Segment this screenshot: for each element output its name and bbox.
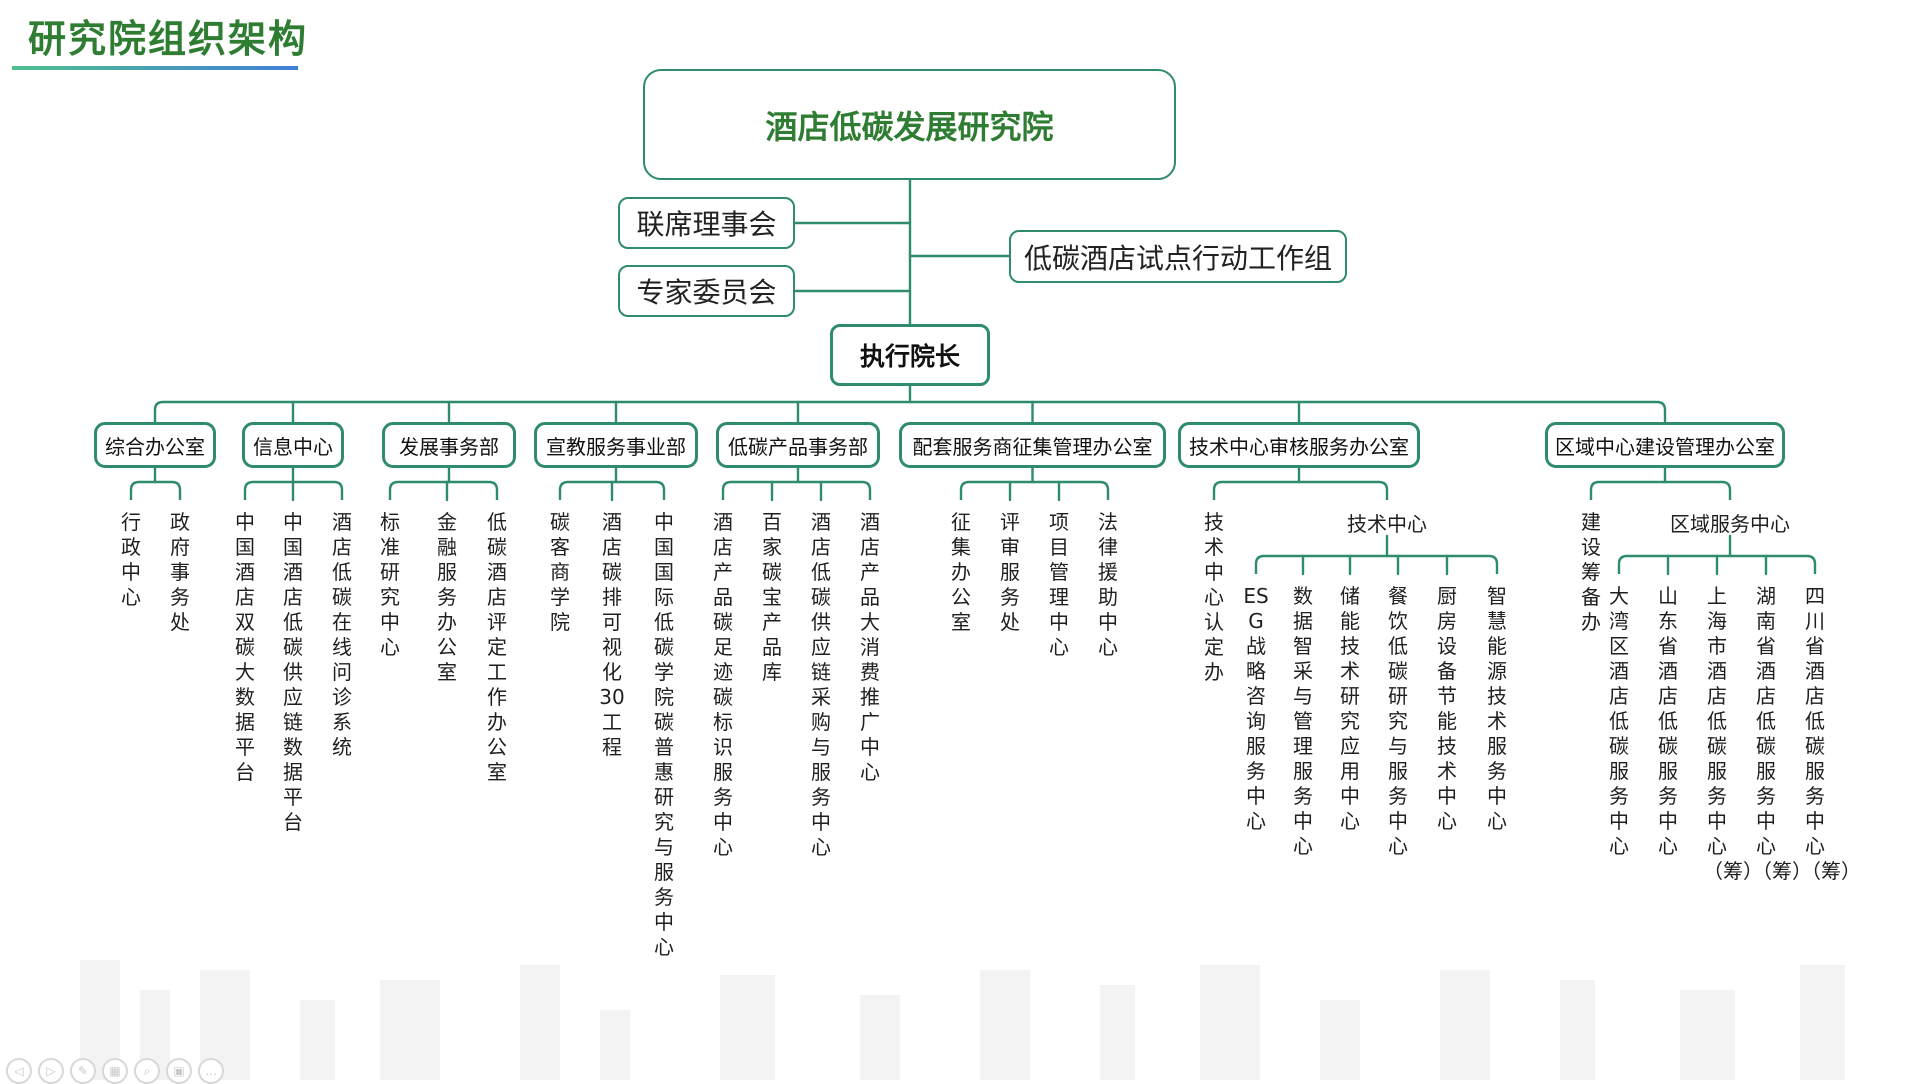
subgroup-leaf-7-0: 大湾区酒店低碳服务中心: [1609, 584, 1629, 858]
subgroup-leaf-7-2: 上海市酒店低碳服务中心（筹）: [1703, 584, 1763, 883]
skyline-building: [380, 980, 440, 1080]
leaf-node-4-1: 百家碳宝产品库: [762, 510, 782, 684]
subgroup-title-6: 技术中心: [1347, 512, 1427, 536]
skyline-building: [1800, 965, 1845, 1080]
dept-node-7: 区域中心建设管理办公室: [1545, 422, 1785, 468]
skyline-building: [1560, 980, 1595, 1080]
leaf-node-7-0: 建设筹备办: [1581, 510, 1601, 634]
skyline-building: [980, 970, 1030, 1080]
leaf-node-4-2: 酒店低碳供应链采购与服务中心: [811, 510, 831, 859]
subgroup-leaf-6-1: 数据智采与管理服务中心: [1293, 584, 1313, 858]
slides-icon[interactable]: ▦: [102, 1058, 128, 1084]
dept-0-child-bus: [129, 480, 182, 500]
prev-icon[interactable]: ◁: [6, 1058, 32, 1084]
dept-node-6: 技术中心审核服务办公室: [1178, 422, 1420, 468]
leaf-node-5-3: 法律援助中心: [1098, 510, 1118, 659]
subgroup-leaf-6-0: ESG战略咨询服务中心: [1243, 584, 1269, 833]
leaf-node-0-0: 行政中心: [121, 510, 141, 609]
leaf-node-5-1: 评审服务处: [1000, 510, 1020, 634]
side-node-council: 联席理事会: [618, 197, 795, 249]
dept-node-4: 低碳产品事务部: [716, 422, 880, 468]
skyline-building: [1200, 965, 1260, 1080]
screen-icon[interactable]: ▣: [166, 1058, 192, 1084]
next-icon[interactable]: ▷: [38, 1058, 64, 1084]
zoom-icon[interactable]: ⌕: [134, 1058, 160, 1084]
leaf-node-0-1: 政府事务处: [170, 510, 190, 634]
dept-node-2: 发展事务部: [382, 422, 516, 468]
page-title: 研究院组织架构: [28, 17, 309, 61]
subgroup-leaf-6-5: 智慧能源技术服务中心: [1487, 584, 1507, 833]
dept-4-child-bus: [721, 480, 872, 500]
subgroup-leaf-7-4: 四川省酒店低碳服务中心（筹）: [1801, 584, 1861, 883]
leaf-node-2-2: 低碳酒店评定工作办公室: [487, 510, 507, 784]
leaf-node-2-0: 标准研究中心: [380, 510, 400, 659]
department-bus: [153, 400, 1667, 422]
presentation-toolbar: ◁▷✎▦⌕▣…: [6, 1058, 224, 1084]
dept-5-child-bus: [959, 480, 1110, 500]
leaf-node-3-2: 中国国际低碳学院碳普惠研究与服务中心: [654, 510, 674, 959]
title-underline: [12, 66, 298, 70]
city-skyline-decoration: [80, 960, 1845, 1080]
subgroup-leaf-6-3: 餐饮低碳研究与服务中心: [1388, 584, 1408, 858]
dept-6-child-bus: [1212, 480, 1389, 500]
dept-2-child-bus: [388, 480, 499, 500]
skyline-building: [520, 965, 560, 1080]
leaf-node-4-3: 酒店产品大消费推广中心: [860, 510, 880, 784]
skyline-building: [1440, 970, 1490, 1080]
subgroup-leaf-6-4: 厨房设备节能技术中心: [1437, 584, 1457, 833]
dept-node-0: 综合办公室: [94, 422, 216, 468]
leaf-node-5-0: 征集办公室: [951, 510, 971, 634]
leaf-node-5-2: 项目管理中心: [1049, 510, 1069, 659]
skyline-building: [860, 995, 900, 1080]
leaf-node-1-0: 中国酒店双碳大数据平台: [235, 510, 255, 784]
dept-7-child-bus: [1589, 480, 1732, 500]
exec-director-node: 执行院长: [830, 324, 990, 386]
subgroup-leaf-7-1: 山东省酒店低碳服务中心: [1658, 584, 1678, 858]
skyline-building: [1680, 990, 1735, 1080]
skyline-building: [720, 975, 775, 1080]
skyline-building: [1320, 1000, 1360, 1080]
subgroup-title-7: 区域服务中心: [1670, 512, 1790, 536]
leaf-node-3-1: 酒店碳排可视化30工程: [599, 510, 625, 759]
dept-node-5: 配套服务商征集管理办公室: [899, 422, 1166, 468]
dept-node-3: 宣教服务事业部: [534, 422, 698, 468]
more-icon[interactable]: …: [198, 1058, 224, 1084]
skyline-building: [600, 1010, 630, 1080]
leaf-node-1-1: 中国酒店低碳供应链数据平台: [283, 510, 303, 834]
root-node: 酒店低碳发展研究院: [643, 69, 1176, 180]
leaf-node-2-1: 金融服务办公室: [437, 510, 457, 684]
leaf-node-6-0: 技术中心认定办: [1204, 510, 1224, 684]
skyline-building: [300, 1000, 335, 1080]
side-node-expert-committee: 专家委员会: [618, 265, 795, 317]
subgroup-leaf-6-2: 储能技术研究应用中心: [1340, 584, 1360, 833]
skyline-building: [1100, 985, 1135, 1080]
pen-icon[interactable]: ✎: [70, 1058, 96, 1084]
subgroup-6-bus: [1254, 554, 1499, 574]
side-node-pilot-group: 低碳酒店试点行动工作组: [1009, 230, 1347, 283]
subgroup-leaf-7-3: 湖南省酒店低碳服务中心（筹）: [1752, 584, 1812, 883]
leaf-node-3-0: 碳客商学院: [550, 510, 570, 634]
dept-node-1: 信息中心: [242, 422, 344, 468]
leaf-node-4-0: 酒店产品碳足迹碳标识服务中心: [713, 510, 733, 859]
leaf-node-1-2: 酒店低碳在线问诊系统: [332, 510, 352, 759]
